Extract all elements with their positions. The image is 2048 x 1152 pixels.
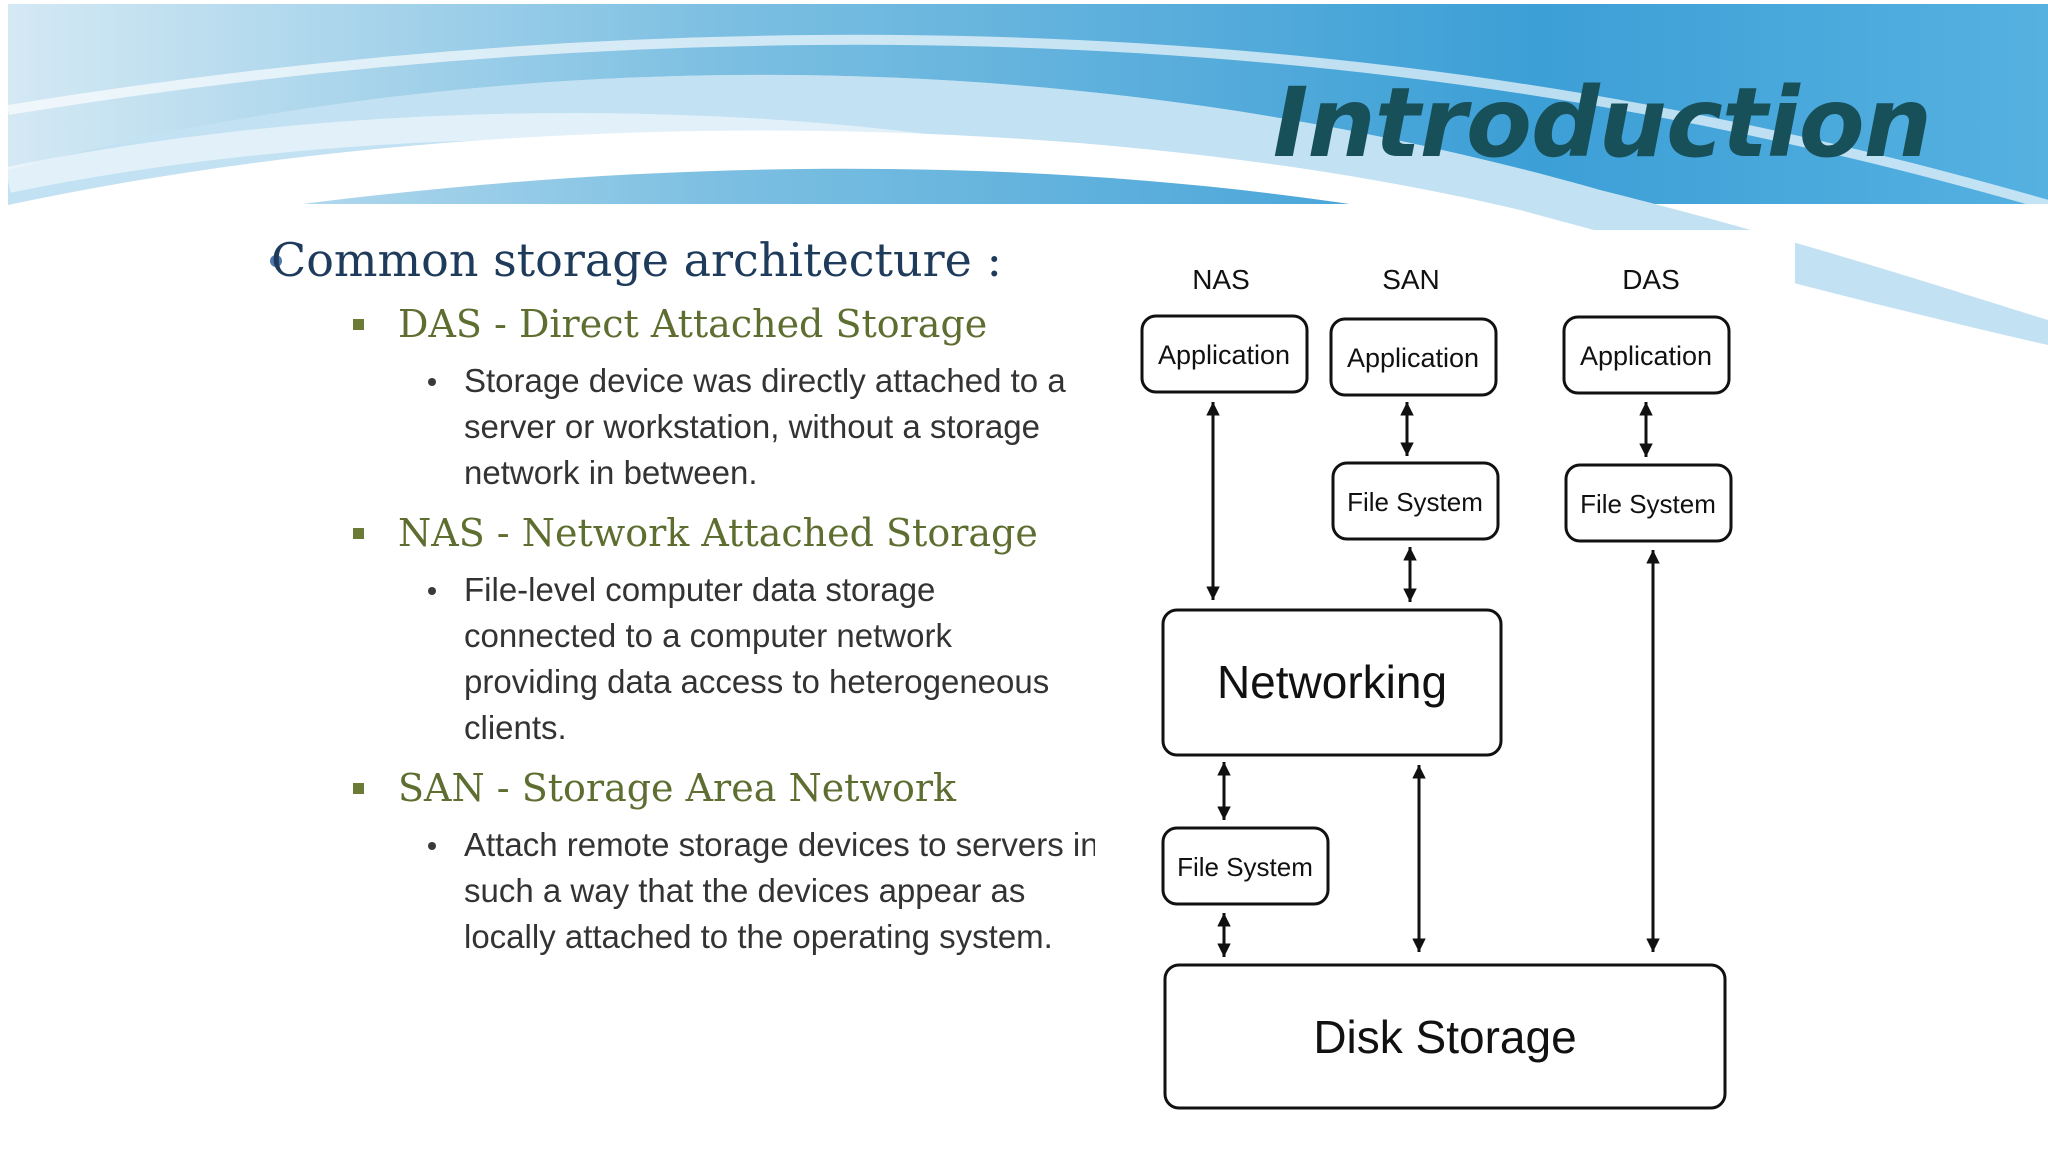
section-text-nas: File-level computer data storage connect… <box>464 571 1050 746</box>
storage-architecture-diagram: NAS SAN DAS Application Application File… <box>1095 230 1795 1130</box>
bullet-dot-icon <box>270 255 282 267</box>
nas-file-system-box: File System <box>1161 826 1330 906</box>
column-label-nas: NAS <box>1192 264 1250 295</box>
san-file-system-label: File System <box>1347 487 1483 517</box>
square-bullet-icon <box>353 528 364 539</box>
san-application-label: Application <box>1347 343 1479 373</box>
disk-storage-box: Disk Storage <box>1163 963 1727 1110</box>
main-bullet-text: Common storage architecture : <box>271 233 1002 287</box>
slide-title: Introduction <box>1272 67 1932 179</box>
bullet-dot-icon <box>428 587 436 595</box>
column-label-das: DAS <box>1622 264 1680 295</box>
bullet-dot-icon <box>428 378 436 386</box>
square-bullet-icon <box>353 783 364 794</box>
nas-application-box: Application <box>1140 314 1309 394</box>
square-bullet-icon <box>353 319 364 330</box>
networking-box: Networking <box>1161 608 1503 757</box>
section-heading-san: SAN - Storage Area Network <box>398 766 957 810</box>
das-file-system-label: File System <box>1580 489 1716 519</box>
san-file-system-box: File System <box>1331 461 1500 541</box>
das-application-label: Application <box>1580 341 1712 371</box>
disk-storage-label: Disk Storage <box>1313 1011 1576 1063</box>
diagram-canvas: NAS SAN DAS Application Application File… <box>1140 264 1733 1110</box>
section-text-san: Attach remote storage devices to servers… <box>464 826 1099 955</box>
bullet-dot-icon <box>428 842 436 850</box>
das-application-box: Application <box>1562 315 1731 395</box>
san-application-box: Application <box>1329 317 1498 397</box>
nas-application-label: Application <box>1158 340 1290 370</box>
column-label-san: SAN <box>1382 264 1440 295</box>
nas-file-system-label: File System <box>1177 852 1313 882</box>
networking-label: Networking <box>1217 656 1447 708</box>
das-file-system-box: File System <box>1564 463 1733 543</box>
section-heading-das: DAS - Direct Attached Storage <box>398 302 988 346</box>
section-heading-nas: NAS - Network Attached Storage <box>398 511 1038 555</box>
section-text-das: Storage device was directly attached to … <box>464 362 1066 491</box>
